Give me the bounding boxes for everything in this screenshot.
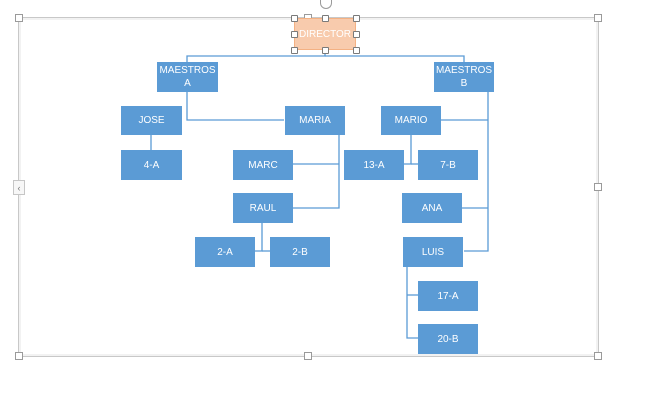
node-marc[interactable]: MARC — [233, 150, 293, 180]
frame-handle-bottom-right[interactable] — [594, 352, 602, 360]
node-handle-ml[interactable] — [291, 31, 298, 38]
node-7b[interactable]: 7-B — [418, 150, 478, 180]
connector-director-maestros-b — [325, 55, 465, 63]
frame-handle-top-right[interactable] — [594, 14, 602, 22]
node-ana-label: ANA — [421, 202, 443, 214]
node-handle-tl[interactable] — [291, 15, 298, 22]
node-handle-tr[interactable] — [353, 15, 360, 22]
node-handle-br[interactable] — [353, 47, 360, 54]
node-marc-label: MARC — [248, 159, 278, 171]
node-director[interactable]: DIRECTOR — [294, 18, 356, 50]
rotate-handle-icon[interactable] — [320, 0, 332, 9]
node-handle-bm[interactable] — [322, 47, 329, 54]
node-4a[interactable]: 4-A — [121, 150, 182, 180]
node-raul-label: RAUL — [249, 202, 277, 214]
node-ana[interactable]: ANA — [402, 193, 462, 223]
node-2b[interactable]: 2-B — [270, 237, 330, 267]
node-luis[interactable]: LUIS — [403, 237, 463, 267]
chevron-left-icon: ‹ — [17, 182, 21, 193]
frame-handle-top-left[interactable] — [15, 14, 23, 22]
node-maestros-b-label: MAESTROS B — [435, 65, 493, 89]
node-maestros-b[interactable]: MAESTROS B — [434, 62, 494, 92]
node-13a[interactable]: 13-A — [344, 150, 404, 180]
node-mario[interactable]: MARIO — [381, 106, 441, 135]
node-17a-label: 17-A — [437, 290, 459, 302]
connector-luis-down — [406, 266, 418, 339]
node-2a[interactable]: 2-A — [195, 237, 255, 267]
node-mario-label: MARIO — [394, 115, 428, 126]
connector-maestros-a-down — [186, 92, 284, 121]
connector-director-maestros — [186, 49, 326, 63]
node-handle-tm[interactable] — [322, 15, 329, 22]
node-20b[interactable]: 20-B — [418, 324, 478, 354]
node-maestros-a-label: MAESTROS A — [159, 65, 216, 89]
node-maria-label: MARIA — [299, 115, 331, 126]
connector-mario-13a — [404, 135, 412, 165]
node-2b-label: 2-B — [292, 246, 308, 258]
node-luis-label: LUIS — [421, 246, 445, 258]
connector-maestros-b-down — [464, 92, 489, 252]
node-2a-label: 2-A — [217, 246, 233, 258]
node-20b-label: 20-B — [437, 333, 459, 345]
node-13a-label: 13-A — [363, 159, 385, 171]
text-pane-toggle[interactable]: ‹ — [13, 180, 25, 195]
node-maestros-a[interactable]: MAESTROS A — [157, 62, 218, 92]
node-maria[interactable]: MARIA — [285, 106, 345, 135]
frame-handle-mid-right[interactable] — [594, 183, 602, 191]
node-handle-mr[interactable] — [353, 31, 360, 38]
node-director-label: DIRECTOR — [298, 28, 352, 40]
node-handle-bl[interactable] — [291, 47, 298, 54]
node-4a-label: 4-A — [143, 159, 160, 171]
node-jose-label: JOSE — [138, 115, 165, 126]
node-17a[interactable]: 17-A — [418, 281, 478, 311]
connector-maria-down — [293, 135, 340, 209]
node-7b-label: 7-B — [440, 159, 456, 171]
frame-handle-bottom-left[interactable] — [15, 352, 23, 360]
frame-handle-bottom-mid[interactable] — [304, 352, 312, 360]
node-jose[interactable]: JOSE — [121, 106, 182, 135]
node-raul[interactable]: RAUL — [233, 193, 293, 223]
